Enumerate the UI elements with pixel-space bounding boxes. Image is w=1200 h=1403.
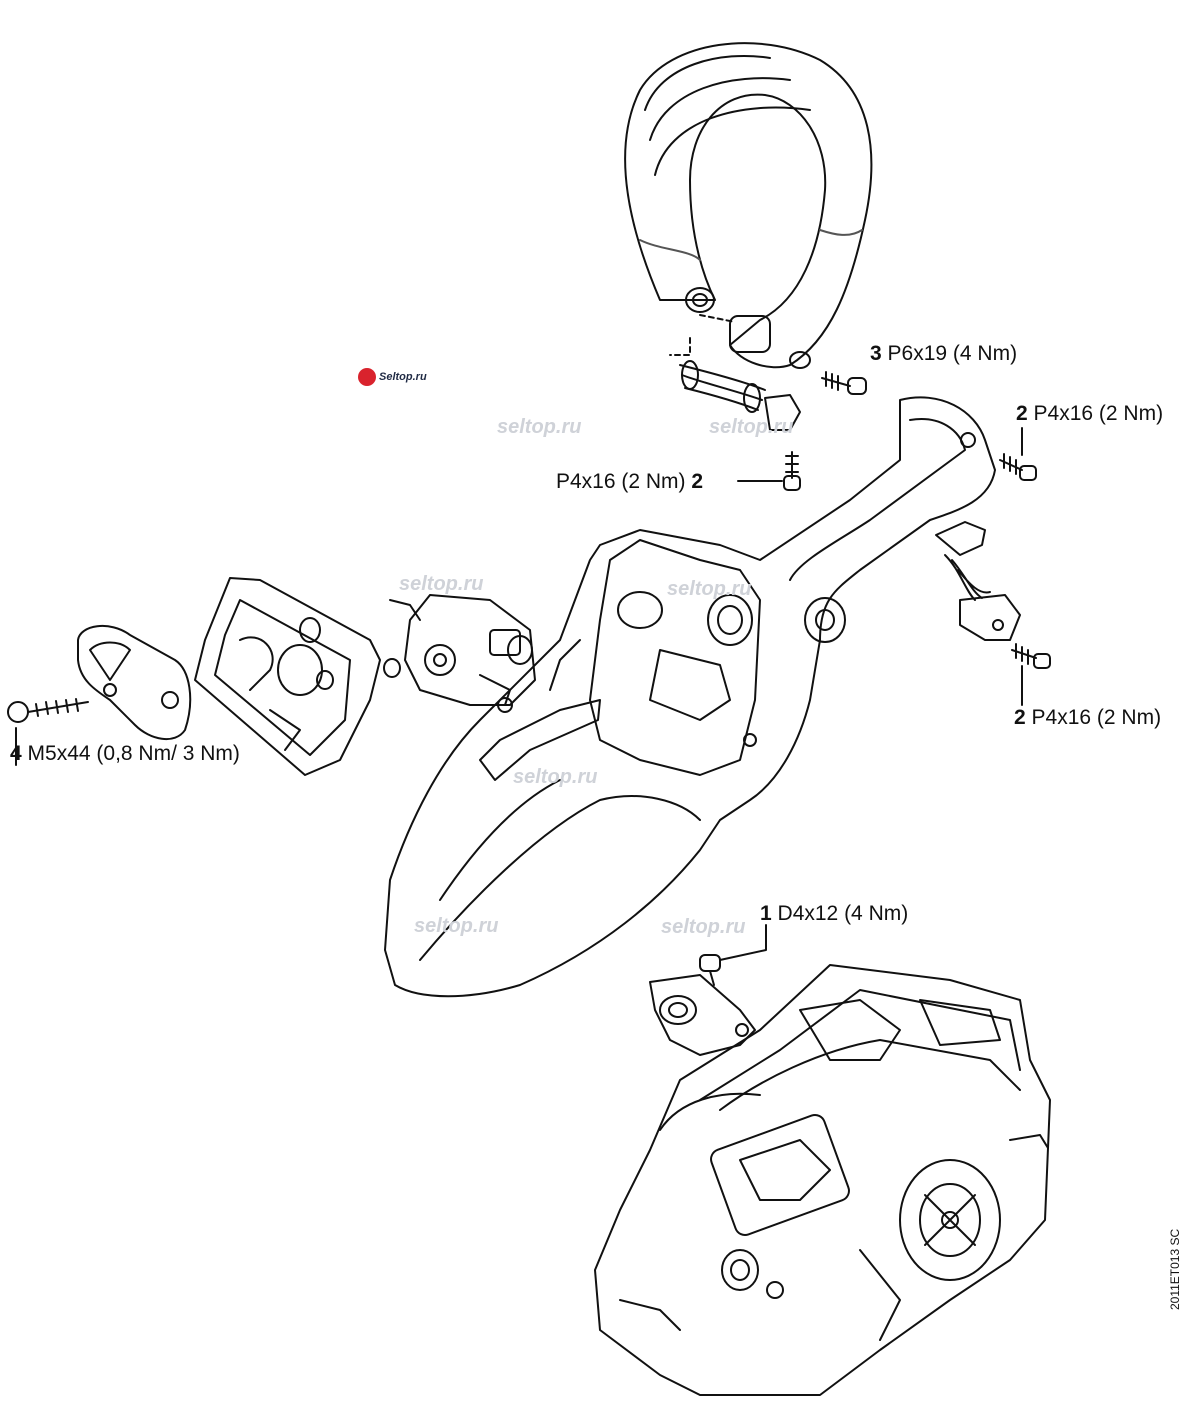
callout-2-center: P4x16 (2 Nm) 2 (556, 471, 703, 492)
watermark: seltop.ru (497, 416, 582, 438)
watermark: seltop.ru (399, 573, 484, 595)
screw-p6x19 (821, 371, 867, 395)
callout-2-top-right: 2 P4x16 (2 Nm) (1016, 403, 1163, 424)
engine-block (594, 964, 1051, 1396)
callout-number: 2 (1014, 706, 1026, 729)
logo-badge-icon (358, 368, 376, 386)
callout-number: 2 (1016, 402, 1028, 425)
anti-vibration-spring (669, 314, 801, 431)
screw-d4x12 (699, 954, 721, 986)
callout-number: 4 (10, 742, 22, 765)
screw-m5x44 (7, 698, 89, 723)
callout-1: 1 D4x12 (4 Nm) (760, 903, 908, 924)
callout-text: P4x16 (2 Nm) (1031, 706, 1162, 729)
callout-number: 3 (870, 342, 882, 365)
rear-handle-housing (384, 396, 996, 998)
diagram-code: 2011ET013 SC (1168, 1228, 1182, 1310)
intake-elbow (77, 624, 192, 741)
callout-number: 1 (760, 902, 772, 925)
baffle-plate (194, 577, 401, 776)
watermark: seltop.ru (414, 915, 499, 937)
callout-2-lower-right: 2 P4x16 (2 Nm) (1014, 707, 1161, 728)
callout-text: P4x16 (2 Nm) (1033, 402, 1164, 425)
callout-text: P6x19 (4 Nm) (887, 342, 1018, 365)
screw-p4x16-center (783, 451, 801, 491)
callout-3: 3 P6x19 (4 Nm) (870, 343, 1017, 364)
watermark: seltop.ru (667, 578, 752, 600)
leader-lines (15, 427, 1023, 961)
intake-manifold (649, 974, 756, 1056)
av-mount (935, 521, 1021, 641)
callout-4: 4 M5x44 (0,8 Nm/ 3 Nm) (10, 743, 240, 764)
callout-text: P4x16 (2 Nm) (556, 470, 686, 493)
callout-number: 2 (691, 470, 704, 493)
callout-text: M5x44 (0,8 Nm/ 3 Nm) (27, 742, 240, 765)
screw-p4x16-lower-right (1011, 643, 1051, 669)
watermark: seltop.ru (709, 416, 794, 438)
watermark: seltop.ru (513, 766, 598, 788)
watermark: seltop.ru (661, 916, 746, 938)
handle-bar (624, 42, 873, 369)
callout-text: D4x12 (4 Nm) (777, 902, 909, 925)
site-logo: Seltop.ru (358, 368, 427, 386)
logo-text: Seltop.ru (379, 371, 427, 383)
screw-p4x16-top-right (999, 453, 1037, 481)
carburetor (389, 594, 536, 713)
